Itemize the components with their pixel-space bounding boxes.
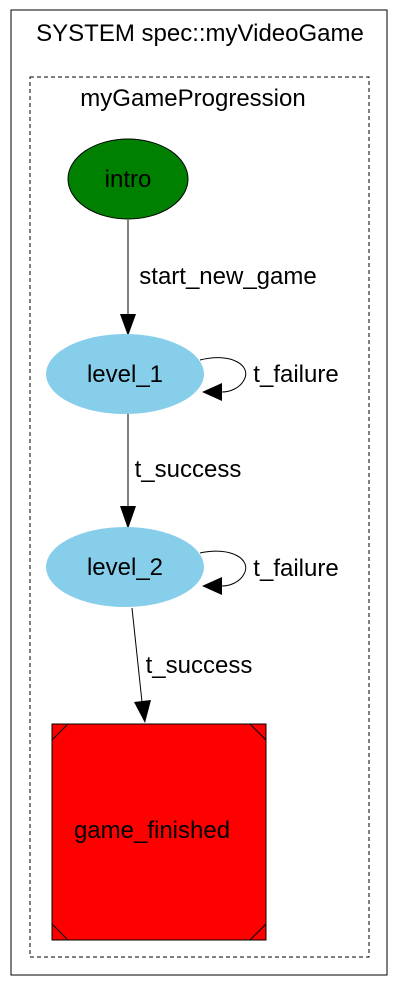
final-state-corner-marks [51,723,267,941]
cluster-title: myGameProgression [80,85,305,112]
system-title: SYSTEM spec::myVideoGame [36,20,364,47]
state-level-2[interactable]: level_2 [46,527,204,607]
state-level-1-shape [46,334,204,414]
transition-start-new-game: start_new_game [120,220,317,336]
state-intro-shape [67,138,189,220]
transition-label-level-2-success: t_success [146,652,253,679]
state-level-2-shape [46,527,204,607]
system-frame [10,9,388,976]
state-game-finished-shape [51,723,267,941]
state-level-1-label: level_1 [87,361,163,388]
transition-label-level-2-failure: t_failure [253,555,338,582]
state-level-2-label: level_2 [87,554,163,581]
state-game-finished[interactable]: game_finished [51,723,267,941]
state-game-finished-label: game_finished [74,817,230,844]
state-level-1[interactable]: level_1 [46,334,204,414]
transition-label-level-1-failure: t_failure [253,361,338,388]
state-intro[interactable]: intro [67,138,189,220]
cluster-frame [29,76,370,958]
transition-level-2-success: t_success [131,607,253,723]
transition-label-start-new-game: start_new_game [139,263,316,290]
transition-label-level-1-success: t_success [135,456,242,483]
transition-level-2-failure: t_failure [199,550,339,595]
transition-level-1-success: t_success [120,414,241,529]
state-intro-label: intro [105,166,152,193]
transition-level-1-failure: t_failure [199,357,339,401]
